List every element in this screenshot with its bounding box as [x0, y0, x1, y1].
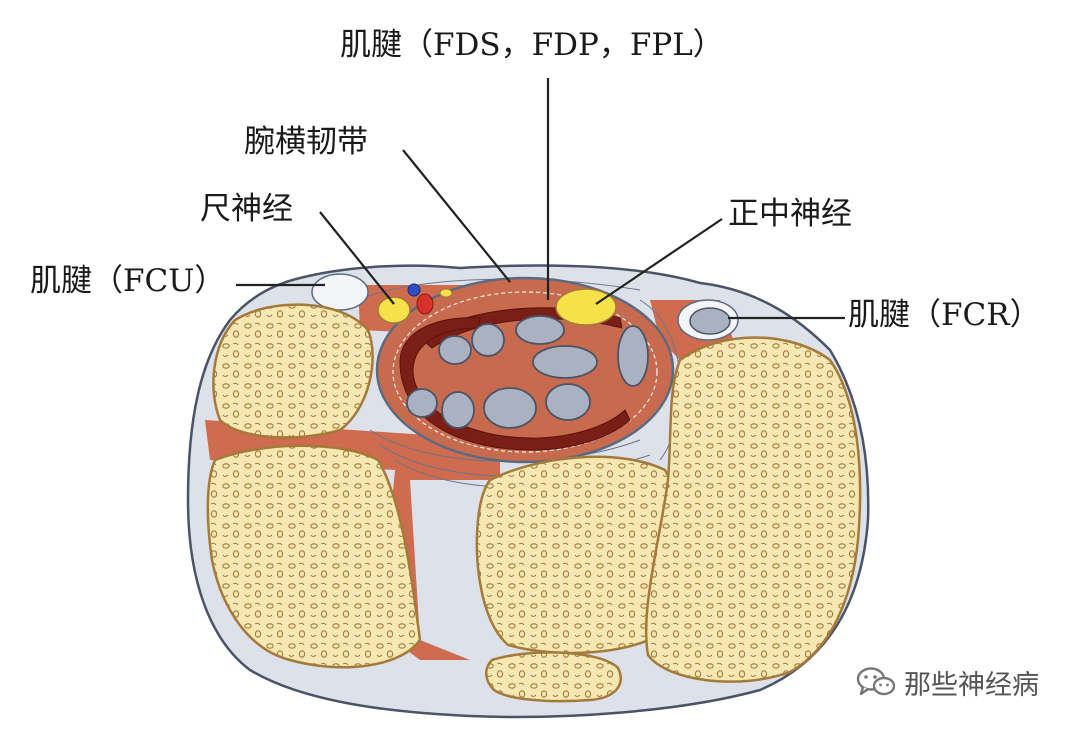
label-fcr-tendon: 肌腱（FCR）	[848, 297, 1041, 333]
tendon	[471, 323, 505, 357]
label-fcu-tendon: 肌腱（FCU）	[30, 263, 226, 299]
watermark: 那些神经病	[856, 664, 1039, 701]
fcr-tendon	[689, 307, 731, 335]
label-flexor-tendons: 肌腱（FDS，FDP，FPL）	[340, 27, 724, 63]
label-transverse-carpal-ligament: 腕横韧带	[244, 124, 368, 160]
bone-pisiform-texture	[213, 304, 373, 438]
tendon	[483, 387, 537, 429]
carpal-tunnel-inner-line	[392, 291, 658, 453]
tendon	[532, 345, 598, 379]
wechat-icon	[856, 667, 896, 696]
small-nerve-branch	[439, 288, 453, 298]
bone-hamate-texture	[207, 445, 420, 668]
tendon	[406, 388, 438, 418]
fcu-tendon	[311, 273, 369, 311]
bone-trapezium-texture	[646, 337, 861, 682]
bone-capitate-texture	[476, 456, 688, 653]
leader-lines	[236, 78, 845, 320]
tendon	[438, 335, 472, 365]
leader-line-ulnar-nerve	[319, 211, 395, 305]
median-nerve	[555, 288, 617, 326]
muscle-region-deep	[205, 420, 500, 660]
label-ulnar-nerve: 尺神经	[200, 191, 293, 227]
carpal-bones	[206, 303, 862, 703]
flexor-tendons	[406, 315, 649, 429]
bone-small-bottom-texture	[486, 652, 621, 702]
tendon	[515, 315, 565, 345]
ulnar-nerve	[377, 296, 411, 324]
leader-line-ligament	[402, 149, 511, 283]
tendon	[441, 391, 475, 429]
tendon	[545, 383, 591, 421]
leader-line-median-nerve	[595, 218, 723, 305]
tendon	[617, 325, 649, 387]
label-median-nerve: 正中神经	[728, 196, 852, 232]
ulnar-artery	[416, 293, 434, 315]
ulnar-vein	[407, 283, 421, 297]
watermark-text: 那些神经病	[904, 669, 1039, 701]
